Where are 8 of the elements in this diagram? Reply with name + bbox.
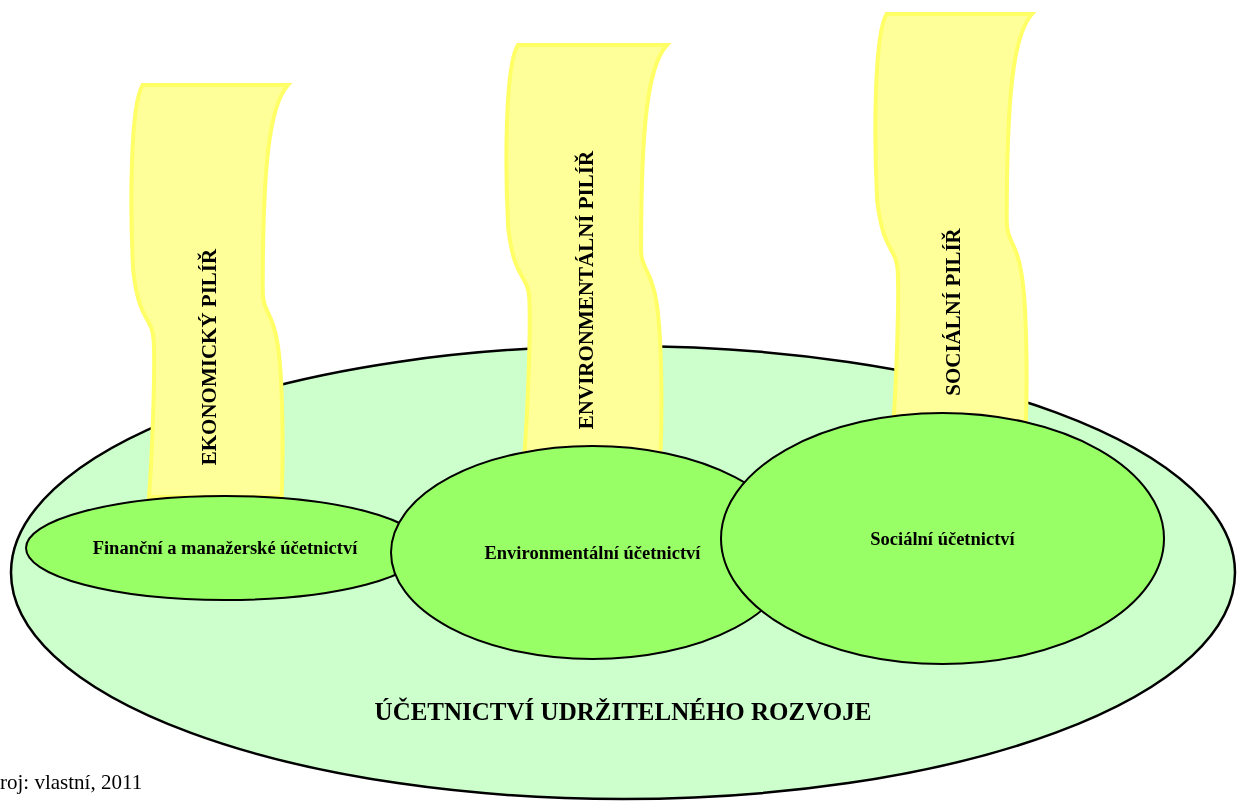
ellipse-label: Sociální účetnictví [869, 527, 1016, 551]
ellipse-label: Environmentální účetnictví [483, 541, 702, 565]
pillar-label: ENVIRONMENTÁLNÍ PILÍŘ [573, 150, 599, 429]
base-title: ÚČETNICTVÍ UDRŽITELNÉHO ROZVOJE [374, 698, 872, 725]
ellipse-label: Finanční a manažerské účetnictví [91, 536, 359, 560]
source-note: roj: vlastní, 2011 [0, 770, 143, 795]
pillar-label: EKONOMICKÝ PILÍŘ [196, 248, 222, 466]
pillar-label: SOCIÁLNÍ PILÍŘ [940, 228, 966, 396]
